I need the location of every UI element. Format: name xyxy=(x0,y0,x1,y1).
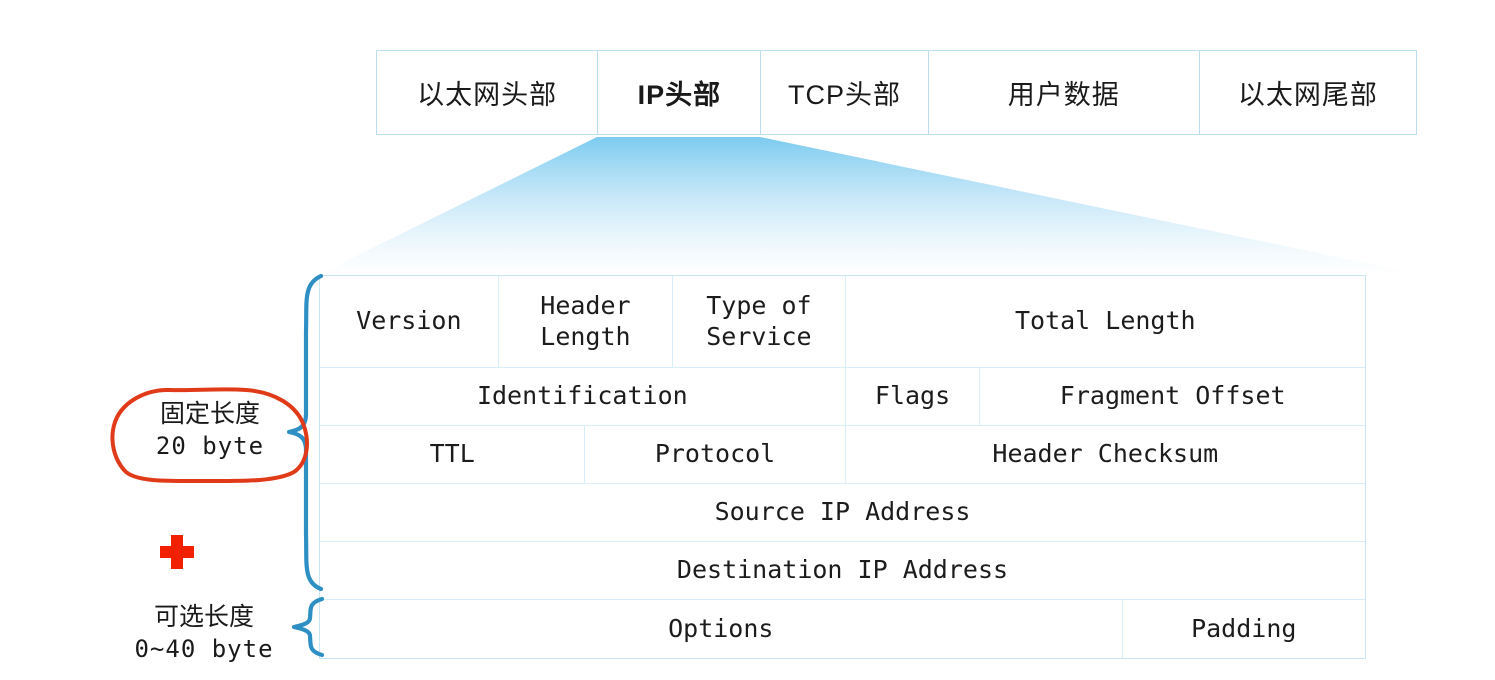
field-ttl: TTL xyxy=(320,426,586,483)
frame-cell-label: IP头部 xyxy=(637,80,722,110)
frame-cell-ethernet-header: 以太网头部 xyxy=(377,51,599,134)
frame-cell-label: 以太网头部 xyxy=(417,80,558,110)
ip-header-table: Version Header Length Type of Service To… xyxy=(319,275,1366,659)
field-destination-ip-address: Destination IP Address xyxy=(676,555,1009,585)
frame-cell-ip-header: IP头部 xyxy=(598,51,762,134)
frame-cell-user-data: 用户数据 xyxy=(928,51,1200,134)
field-header-checksum: Header Checksum xyxy=(992,439,1219,469)
fixed-length-value: 20 byte xyxy=(155,431,265,460)
field-version: Version xyxy=(320,276,499,367)
optional-length-value: 0~40 byte xyxy=(134,634,274,663)
zoom-funnel-shape xyxy=(320,137,1419,274)
frame-cell-tcp-header: TCP头部 xyxy=(761,51,929,134)
table-row: TTL Protocol Header Checksum xyxy=(320,426,1365,484)
field-padding: Padding xyxy=(1191,613,1297,643)
field-type-of-service: Type of Service xyxy=(673,276,846,367)
plus-icon xyxy=(160,535,194,569)
table-row: Options Padding xyxy=(320,600,1365,658)
field-header-length: Header Length xyxy=(499,276,674,367)
frame-cell-label: TCP头部 xyxy=(788,80,902,110)
table-row: Identification Flags Fragment Offset xyxy=(320,368,1365,426)
frame-cell-ethernet-trailer: 以太网尾部 xyxy=(1199,51,1416,134)
field-source-ip-address: Source IP Address xyxy=(714,497,971,527)
fixed-length-annotation: 固定长度 20 byte xyxy=(120,398,300,462)
table-row: Version Header Length Type of Service To… xyxy=(320,276,1365,368)
table-row: Destination IP Address xyxy=(320,542,1365,600)
field-identification: Identification xyxy=(320,368,846,425)
frame-cell-label: 用户数据 xyxy=(1007,80,1120,110)
optional-length-title: 可选长度 xyxy=(153,603,254,631)
field-options: Options xyxy=(320,600,1123,658)
fixed-length-title: 固定长度 xyxy=(159,400,260,428)
field-protocol: Protocol xyxy=(585,426,846,483)
field-total-length: Total Length xyxy=(1014,306,1196,336)
frame-cell-label: 以太网尾部 xyxy=(1237,80,1378,110)
field-fragment-offset: Fragment Offset xyxy=(1059,381,1286,411)
table-row: Source IP Address xyxy=(320,484,1365,542)
field-flags: Flags xyxy=(846,368,981,425)
ethernet-frame-bar: 以太网头部 IP头部 TCP头部 用户数据 以太网尾部 xyxy=(376,50,1417,135)
optional-length-annotation: 可选长度 0~40 byte xyxy=(118,601,290,665)
